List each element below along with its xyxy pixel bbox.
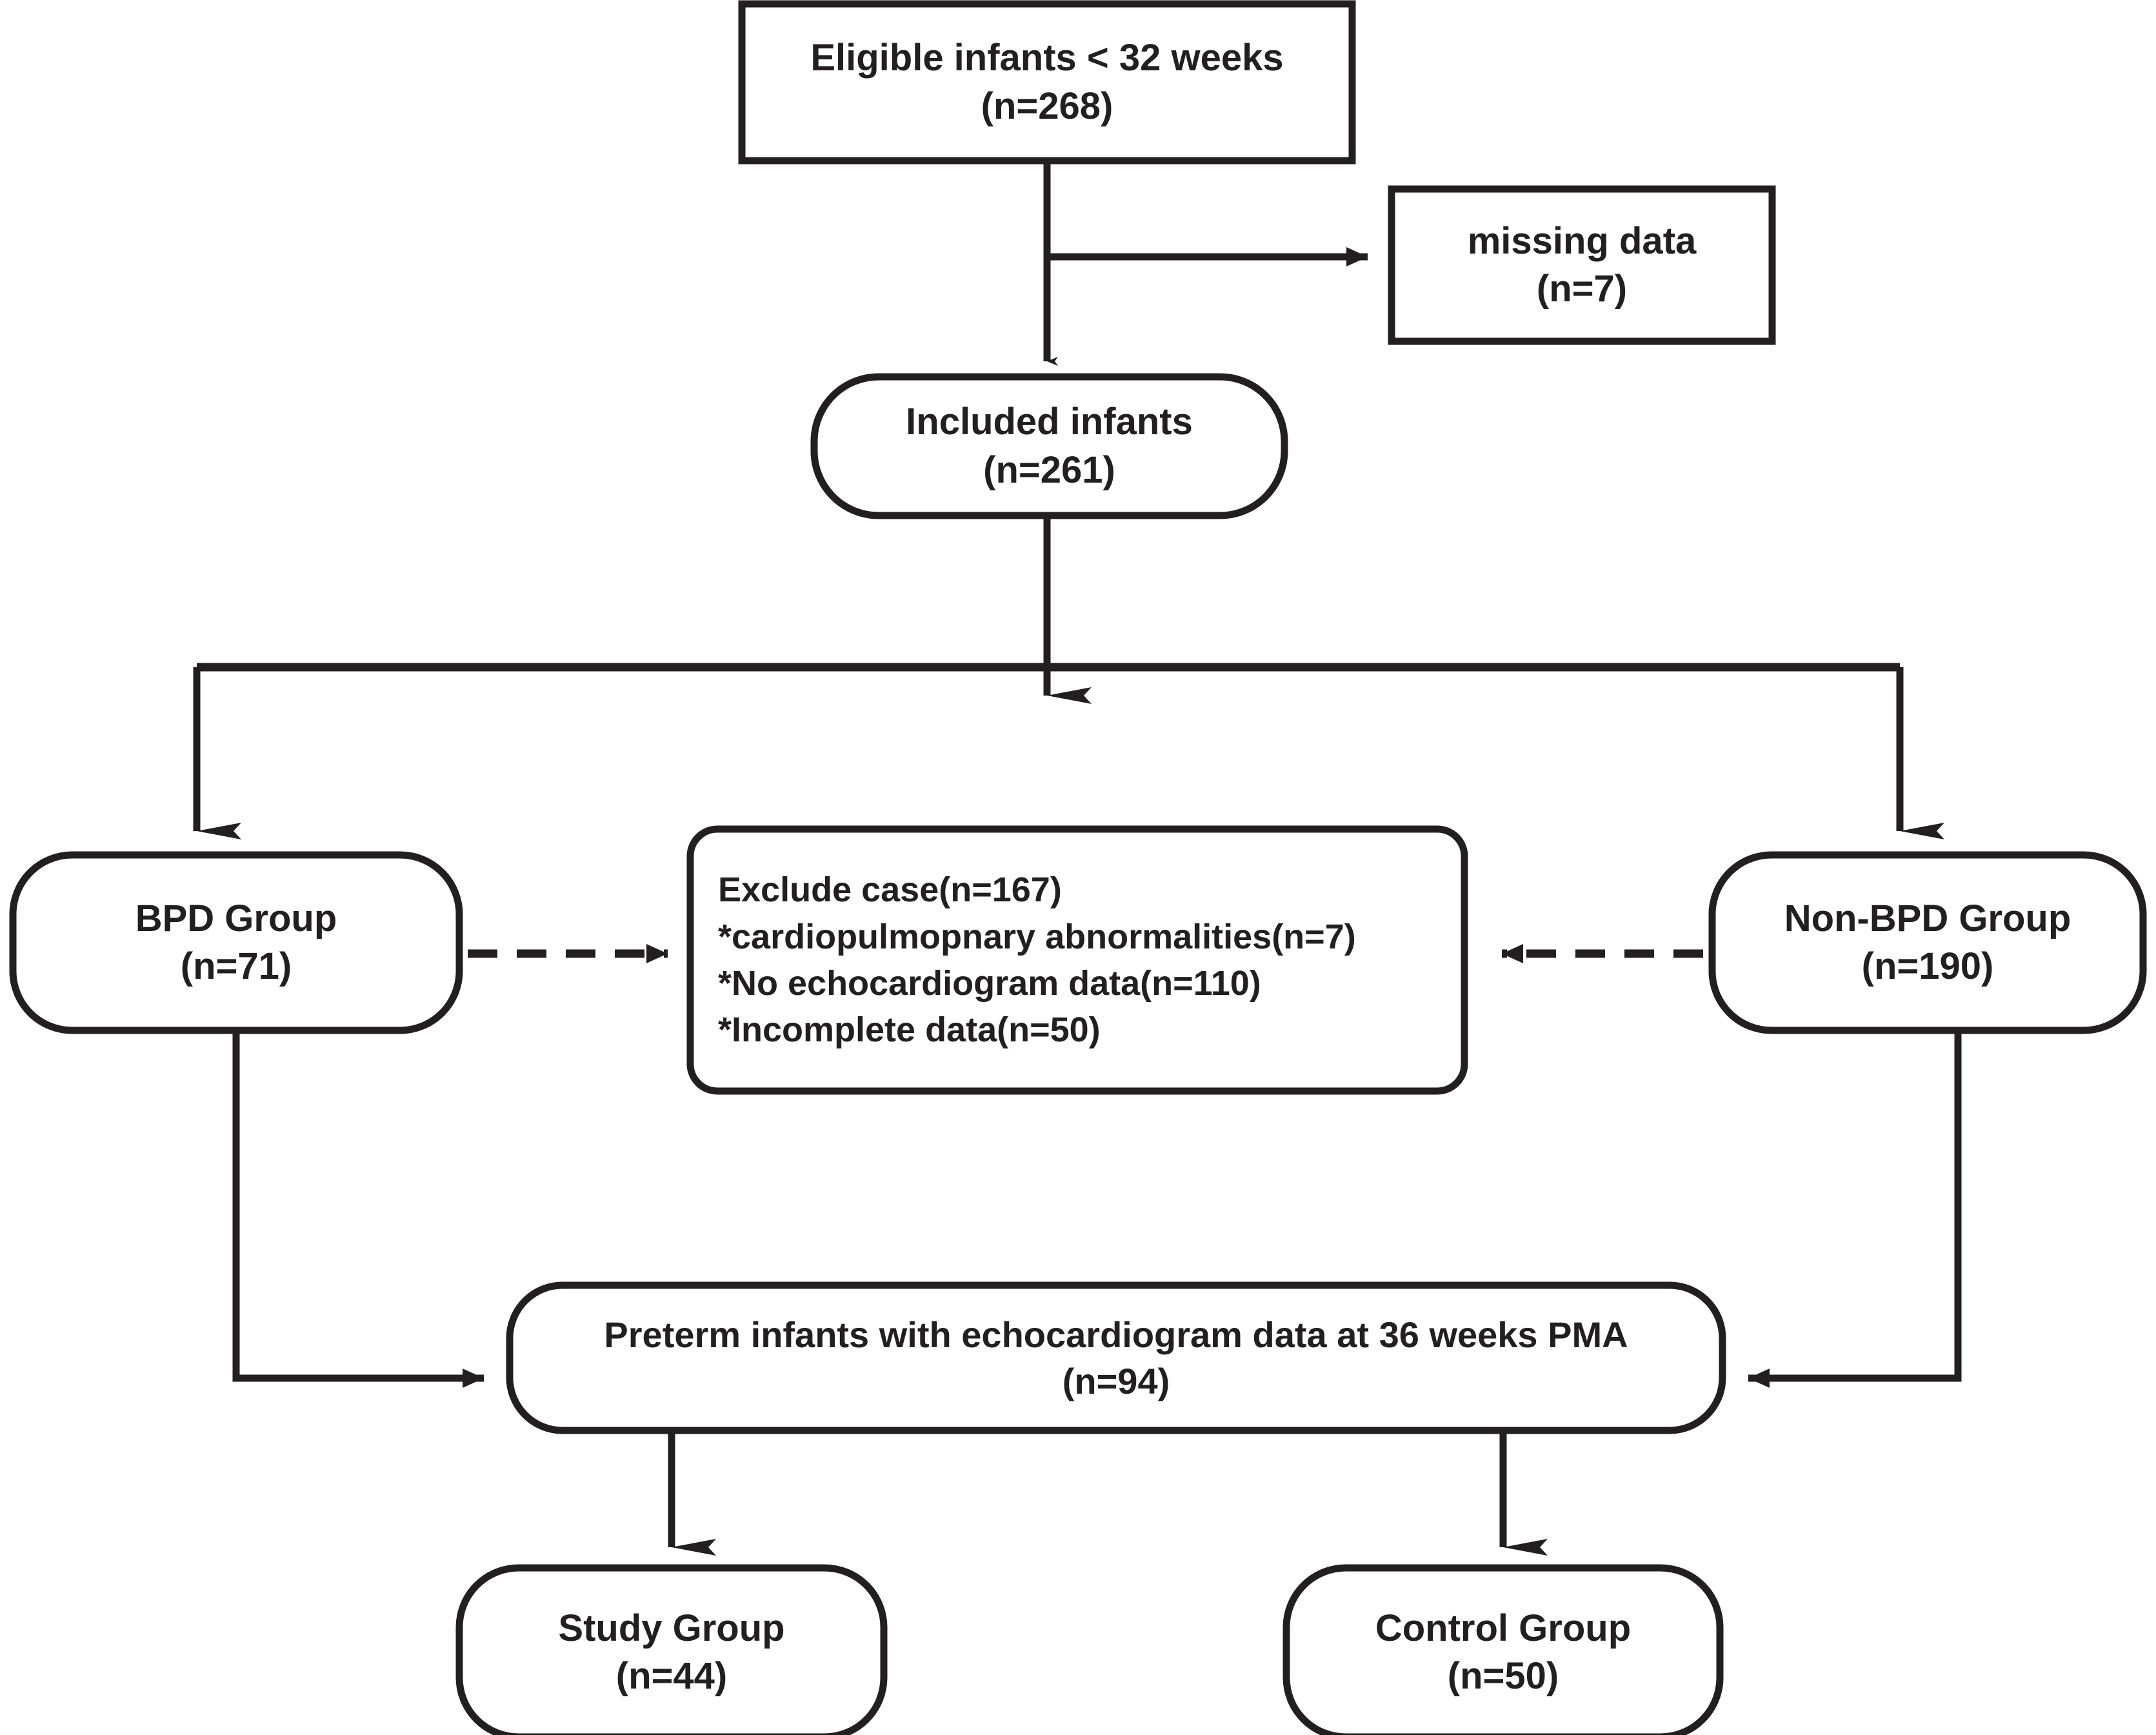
edge-bpd-to-preterm [232,1030,484,1388]
edge-non-bpd-to-preterm [1748,1030,1962,1388]
included-infants-box[interactable] [810,373,1288,519]
exclude-cases-box[interactable] [686,825,1468,1095]
non-bpd-group-box[interactable] [1708,851,2147,1034]
preterm-echo-box[interactable] [506,1281,1726,1434]
missing-data-box[interactable] [1388,185,1776,345]
bpd-group-box[interactable] [9,851,463,1034]
study-group-box[interactable] [455,1564,888,1735]
eligible-infants-box[interactable] [738,0,1356,165]
control-group-box[interactable] [1283,1564,1724,1735]
